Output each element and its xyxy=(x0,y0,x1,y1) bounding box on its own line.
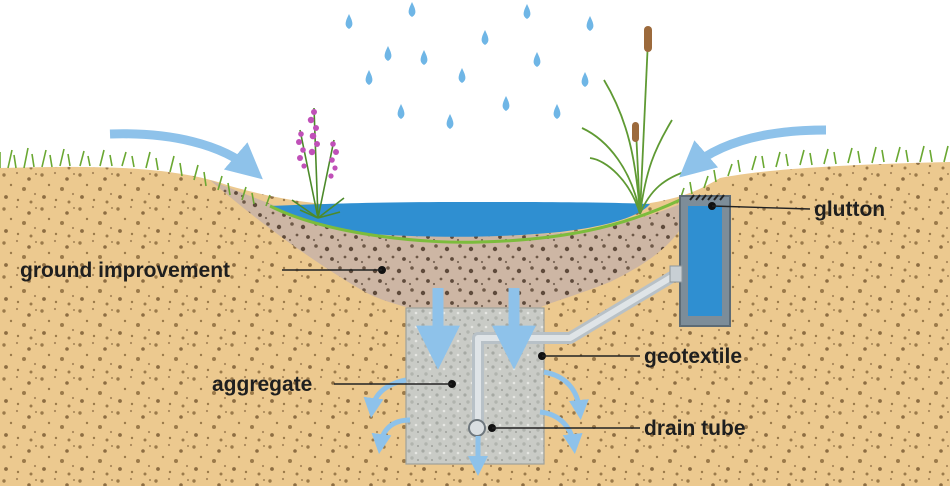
drain-tube-end-icon xyxy=(468,419,486,437)
rain-drop-icon xyxy=(502,96,510,111)
ground-improvement-label: ground improvement xyxy=(20,259,230,282)
flow-arrow-icon xyxy=(543,369,589,420)
rain-drop-icon xyxy=(408,2,416,17)
flow-arrow-icon xyxy=(539,409,583,454)
rain-drop-icon xyxy=(481,30,489,45)
loosestrife-flower-icon xyxy=(291,107,345,219)
aggregate-label: aggregate xyxy=(212,373,312,396)
glutton-label: glutton xyxy=(814,198,885,221)
glutton-grate xyxy=(689,194,725,201)
rain-drop-icon xyxy=(581,72,589,87)
rain-drop-icon xyxy=(586,16,594,31)
rain-drop-icon xyxy=(446,114,454,129)
rain-drop-icon xyxy=(458,68,466,83)
rain-drop-icon xyxy=(345,14,353,29)
label-aggregate: aggregate xyxy=(212,373,456,396)
ground-improvement-layer xyxy=(210,180,690,308)
flow-arrow-icon xyxy=(109,129,263,180)
geotextile-label: geotextile xyxy=(644,345,742,368)
rain-drop-icon xyxy=(553,104,561,119)
flow-arrow-icon xyxy=(679,125,827,178)
surface-inflow-arrows xyxy=(109,125,827,180)
cattail-heads xyxy=(632,26,652,142)
rain-drop-icon xyxy=(397,104,405,119)
seepage-arrows xyxy=(363,369,589,476)
infiltration-arrows xyxy=(416,288,536,370)
pond-water xyxy=(270,202,650,237)
rain-drop-icon xyxy=(533,52,541,67)
rain-drop-icon xyxy=(523,4,531,19)
label-ground-improvement: ground improvement xyxy=(20,259,386,282)
rain-drop-icon xyxy=(365,70,373,85)
rain-drop-icon xyxy=(384,46,392,61)
drain-tube-label: drain tube xyxy=(644,417,746,440)
grass-edge xyxy=(0,145,949,244)
flow-arrow-icon xyxy=(371,417,411,454)
label-glutton: glutton xyxy=(708,198,885,221)
label-geotextile: geotextile xyxy=(538,345,742,368)
flow-arrow-icon xyxy=(363,377,407,418)
rain-drop-icon xyxy=(420,50,428,65)
label-drain-tube: drain tube xyxy=(488,417,746,440)
rain xyxy=(345,2,594,129)
